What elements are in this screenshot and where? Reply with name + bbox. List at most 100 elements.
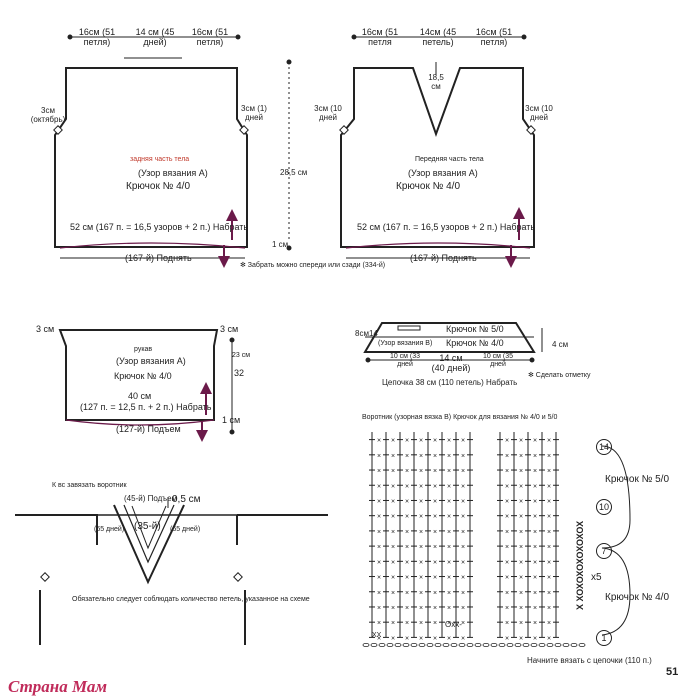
- chart-stitch-mark: ×: [377, 544, 381, 551]
- chart-stitch-mark: ×: [377, 590, 381, 597]
- back-note: ✻ Забрать можно спереди или сзади (334-й…: [240, 262, 386, 269]
- chart-stitch-mark: ×: [391, 498, 395, 505]
- chart-stitch-mark: ×: [519, 544, 523, 551]
- chart-stitch-mark: ×: [419, 498, 423, 505]
- collar-title: К вс завязать воротник: [52, 482, 127, 489]
- chart-chain-stitch: [450, 643, 458, 648]
- collar-left-count: (65 дней): [94, 526, 125, 533]
- chart-stitch-mark: ×: [419, 529, 423, 536]
- chart-stitch-mark: ×: [419, 544, 423, 551]
- cuff-width-mid: 14 см(40 дней): [431, 353, 471, 374]
- chart-stitch-mark: ×: [461, 575, 465, 582]
- cuff-dimension-lines: [365, 328, 543, 363]
- chart-stitch-mark: ×: [533, 559, 537, 566]
- chart-stitch-mark: ×: [419, 453, 423, 460]
- chart-stitch-mark: ×: [505, 635, 509, 642]
- chart-stitch-mark: ×: [377, 635, 381, 642]
- front-bottom-measure: 52 см (167 п. = 16,5 узоров + 2 п.) Набр…: [357, 222, 536, 232]
- back-side-left-label: 3см(октябрь): [30, 106, 66, 125]
- chart-chain-stitch: [410, 643, 418, 648]
- chart-stitch-mark: ×: [519, 514, 523, 521]
- chart-chain-stitch: [466, 643, 474, 648]
- front-title: Передняя часть тела: [415, 156, 484, 163]
- chart-stitch-mark: ×: [461, 529, 465, 536]
- chart-repeat: x5: [591, 572, 602, 583]
- back-dimension-lines: [60, 34, 292, 259]
- chart-chain-stitch: [402, 643, 410, 648]
- sleeve-height-c: 1 см: [222, 415, 241, 425]
- chart-hook4: Крючок № 4/0: [605, 592, 669, 603]
- back-bottom-measure: 52 см (167 п. = 16,5 узоров + 2 п.) Набр…: [70, 222, 249, 232]
- chart-stitch-mark: ×: [405, 453, 409, 460]
- chart-stitch-mark: ×: [461, 620, 465, 627]
- chart-chain-stitch: [434, 643, 442, 648]
- chart-stitch-mark: ×: [391, 483, 395, 490]
- chart-chain-stitch: [546, 643, 554, 648]
- chart-stitch-mark: ×: [505, 620, 509, 627]
- chart-stitch-mark: ×: [519, 590, 523, 597]
- sleeve-side-left-label: 3 см: [36, 324, 55, 334]
- collar-marker-right: [233, 572, 243, 582]
- chart-stitch-mark: ×: [461, 438, 465, 445]
- chart-stitch-mark: ×: [377, 483, 381, 490]
- chart-stitch-mark: ×: [461, 514, 465, 521]
- chart-chain-stitch: [362, 643, 370, 648]
- chart-stitch-mark: ×: [505, 483, 509, 490]
- chart-stitch-mark: ×: [419, 514, 423, 521]
- front-bottom-curve: [345, 242, 531, 249]
- cuff-hook5: Крючок № 5/0: [446, 324, 504, 334]
- chart-stitch-mark: ×: [391, 559, 395, 566]
- back-height-label: 28,5 см: [280, 168, 308, 177]
- chart-chain-stitch: [554, 643, 562, 648]
- chart-stitch-mark: ×: [461, 453, 465, 460]
- chart-stitch-mark: ×: [377, 529, 381, 536]
- front-pattern: (Узор вязания А): [408, 168, 478, 178]
- chart-chain-stitch: [498, 643, 506, 648]
- chart-stitch-mark: ×: [391, 620, 395, 627]
- front-dimension-lines: [346, 34, 530, 259]
- chart-stitch-mark: ×: [461, 483, 465, 490]
- chart-stitch-mark: ×: [505, 590, 509, 597]
- chart-stitch-mark: ×: [533, 544, 537, 551]
- chart-stitch-mark: ×: [405, 544, 409, 551]
- chart-stitch-mark: ×: [405, 529, 409, 536]
- chart-chain-stitch: [506, 643, 514, 648]
- chart-stitch-mark: ×: [419, 575, 423, 582]
- chart-stitch-mark: ×: [433, 529, 437, 536]
- chart-stitch-mark: ×: [505, 498, 509, 505]
- chart-stitch-mark: ×: [447, 559, 451, 566]
- back-marker-right: [239, 125, 249, 135]
- chart-chain-stitch: [482, 643, 490, 648]
- chart-stitch-mark: ×: [547, 514, 551, 521]
- chart-stitch-mark: ×: [519, 483, 523, 490]
- collar-attachment: [15, 504, 328, 645]
- chart-stitch-mark: ×: [377, 620, 381, 627]
- chart-stitch-mark: ×: [547, 529, 551, 536]
- back-bottom-curve: [59, 242, 246, 249]
- chart-stitch-mark: ×: [433, 559, 437, 566]
- sleeve-height-b: 32: [234, 368, 245, 378]
- chart-stitch-mark: ×: [419, 438, 423, 445]
- chart-stitch-mark: ×: [447, 483, 451, 490]
- cuff-height-right: 4 см: [552, 340, 569, 349]
- chart-stitch-mark: ×: [519, 575, 523, 582]
- collar-rise: (45-й) Подъем: [124, 494, 178, 503]
- chart-stitch-mark: ×: [461, 559, 465, 566]
- chart-stitch-mark: ×: [505, 605, 509, 612]
- chart-stitch-mark: ×: [547, 575, 551, 582]
- chart-chain-stitch: [394, 643, 402, 648]
- chart-chain-stitch: [570, 643, 578, 648]
- collar-footnote: Обязательно следует соблюдать количество…: [72, 596, 310, 603]
- collar-marker-left: [40, 572, 50, 582]
- chart-stitch-mark: ×: [433, 453, 437, 460]
- sleeve-width-detail: (127 п. = 12,5 п. + 2 п.) Набрать: [80, 402, 212, 412]
- chart-stitch-mark: ×: [533, 498, 537, 505]
- chart-stitch-mark: ×: [433, 620, 437, 627]
